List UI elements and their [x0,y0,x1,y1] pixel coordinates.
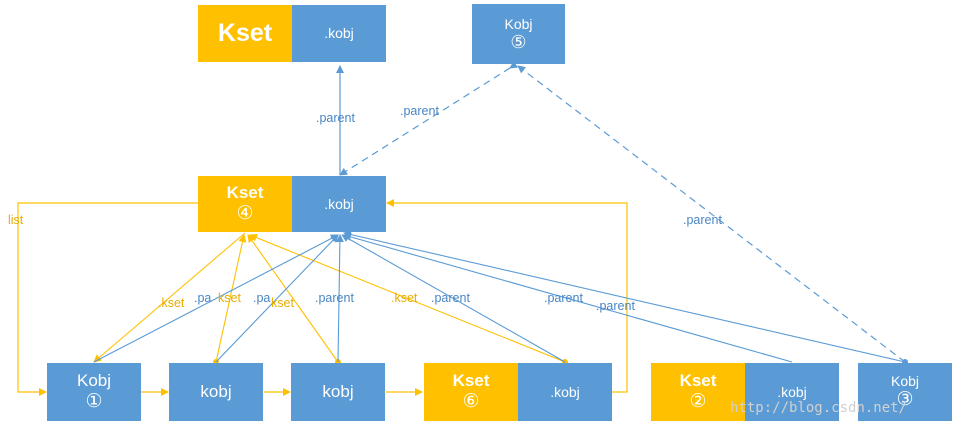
label-parent-top: .parent [316,111,355,125]
edge-kobj3-to-kobj5-dashed [517,65,906,363]
label-list: list [8,213,24,227]
top-kset-box: Kset [198,5,292,62]
label-kset-3: kset [271,296,294,310]
label-kset-1: .kset [158,296,185,310]
kobj5-box: Kobj ⑤ [472,4,565,64]
kobj-b-box: kobj [291,363,385,421]
label-parent-dashed-left: .parent [400,104,439,118]
kobj5-label: Kobj [504,15,533,32]
kset2-label: Kset [679,371,717,391]
kset6-box: Kset ⑥ [424,363,518,421]
kobj5-number: ⑤ [510,31,527,52]
edge-parent-1 [93,234,339,363]
kset2-box: Kset ② [651,363,745,421]
edge-kobj5-to-kset4-dashed [339,60,519,176]
label-parent-b: .pa [253,291,271,305]
kobj3-number: ③ [896,389,914,411]
kset4-label: Kset [226,183,264,203]
edge-list-6-back [386,199,628,393]
kset4-box: Kset ④ [198,176,292,232]
edge-parent-a [215,234,339,363]
kobj-a-box: kobj [169,363,263,421]
label-parent-f: .parent [596,299,635,313]
edge-parent-2 [343,233,793,363]
label-parent-d: .parent [431,291,470,305]
kset6-kobj-box: .kobj [518,363,612,421]
label-parent-e: .parent [544,291,583,305]
label-parent-dashed-right: .parent [683,213,722,227]
kset6-number: ⑥ [462,390,480,412]
edge-list-loop [17,202,198,396]
kset4-number: ④ [236,202,254,224]
kobj1-label: Kobj [76,371,112,391]
kobj3-box: Kobj ③ [858,363,952,421]
label-parent-c: .parent [315,291,354,305]
label-kset-4: .kset [391,291,418,305]
kset2-number: ② [689,390,707,412]
edge-kset-b [247,234,339,363]
kobj1-box: Kobj ① [47,363,141,421]
kset2-kobj-box: .kobj [745,363,839,421]
kobj1-number: ① [85,390,103,412]
kobj3-label: Kobj [890,373,920,390]
edge-parent-6 [341,234,566,363]
edge-kset-a [215,234,247,363]
label-parent-a: .pa [194,291,212,305]
kset4-kobj-box: .kobj [292,176,386,232]
edge-kset-6 [249,233,566,363]
top-kset-kobj-box: .kobj [292,5,386,62]
edge-parent-3 [343,230,906,363]
edge-kset-1 [93,232,246,363]
label-kset-2: kset [218,291,241,305]
kset6-label: Kset [452,371,490,391]
watermark: http://blog.csdn.net/ [730,400,908,416]
edge-parent-b [335,234,344,363]
